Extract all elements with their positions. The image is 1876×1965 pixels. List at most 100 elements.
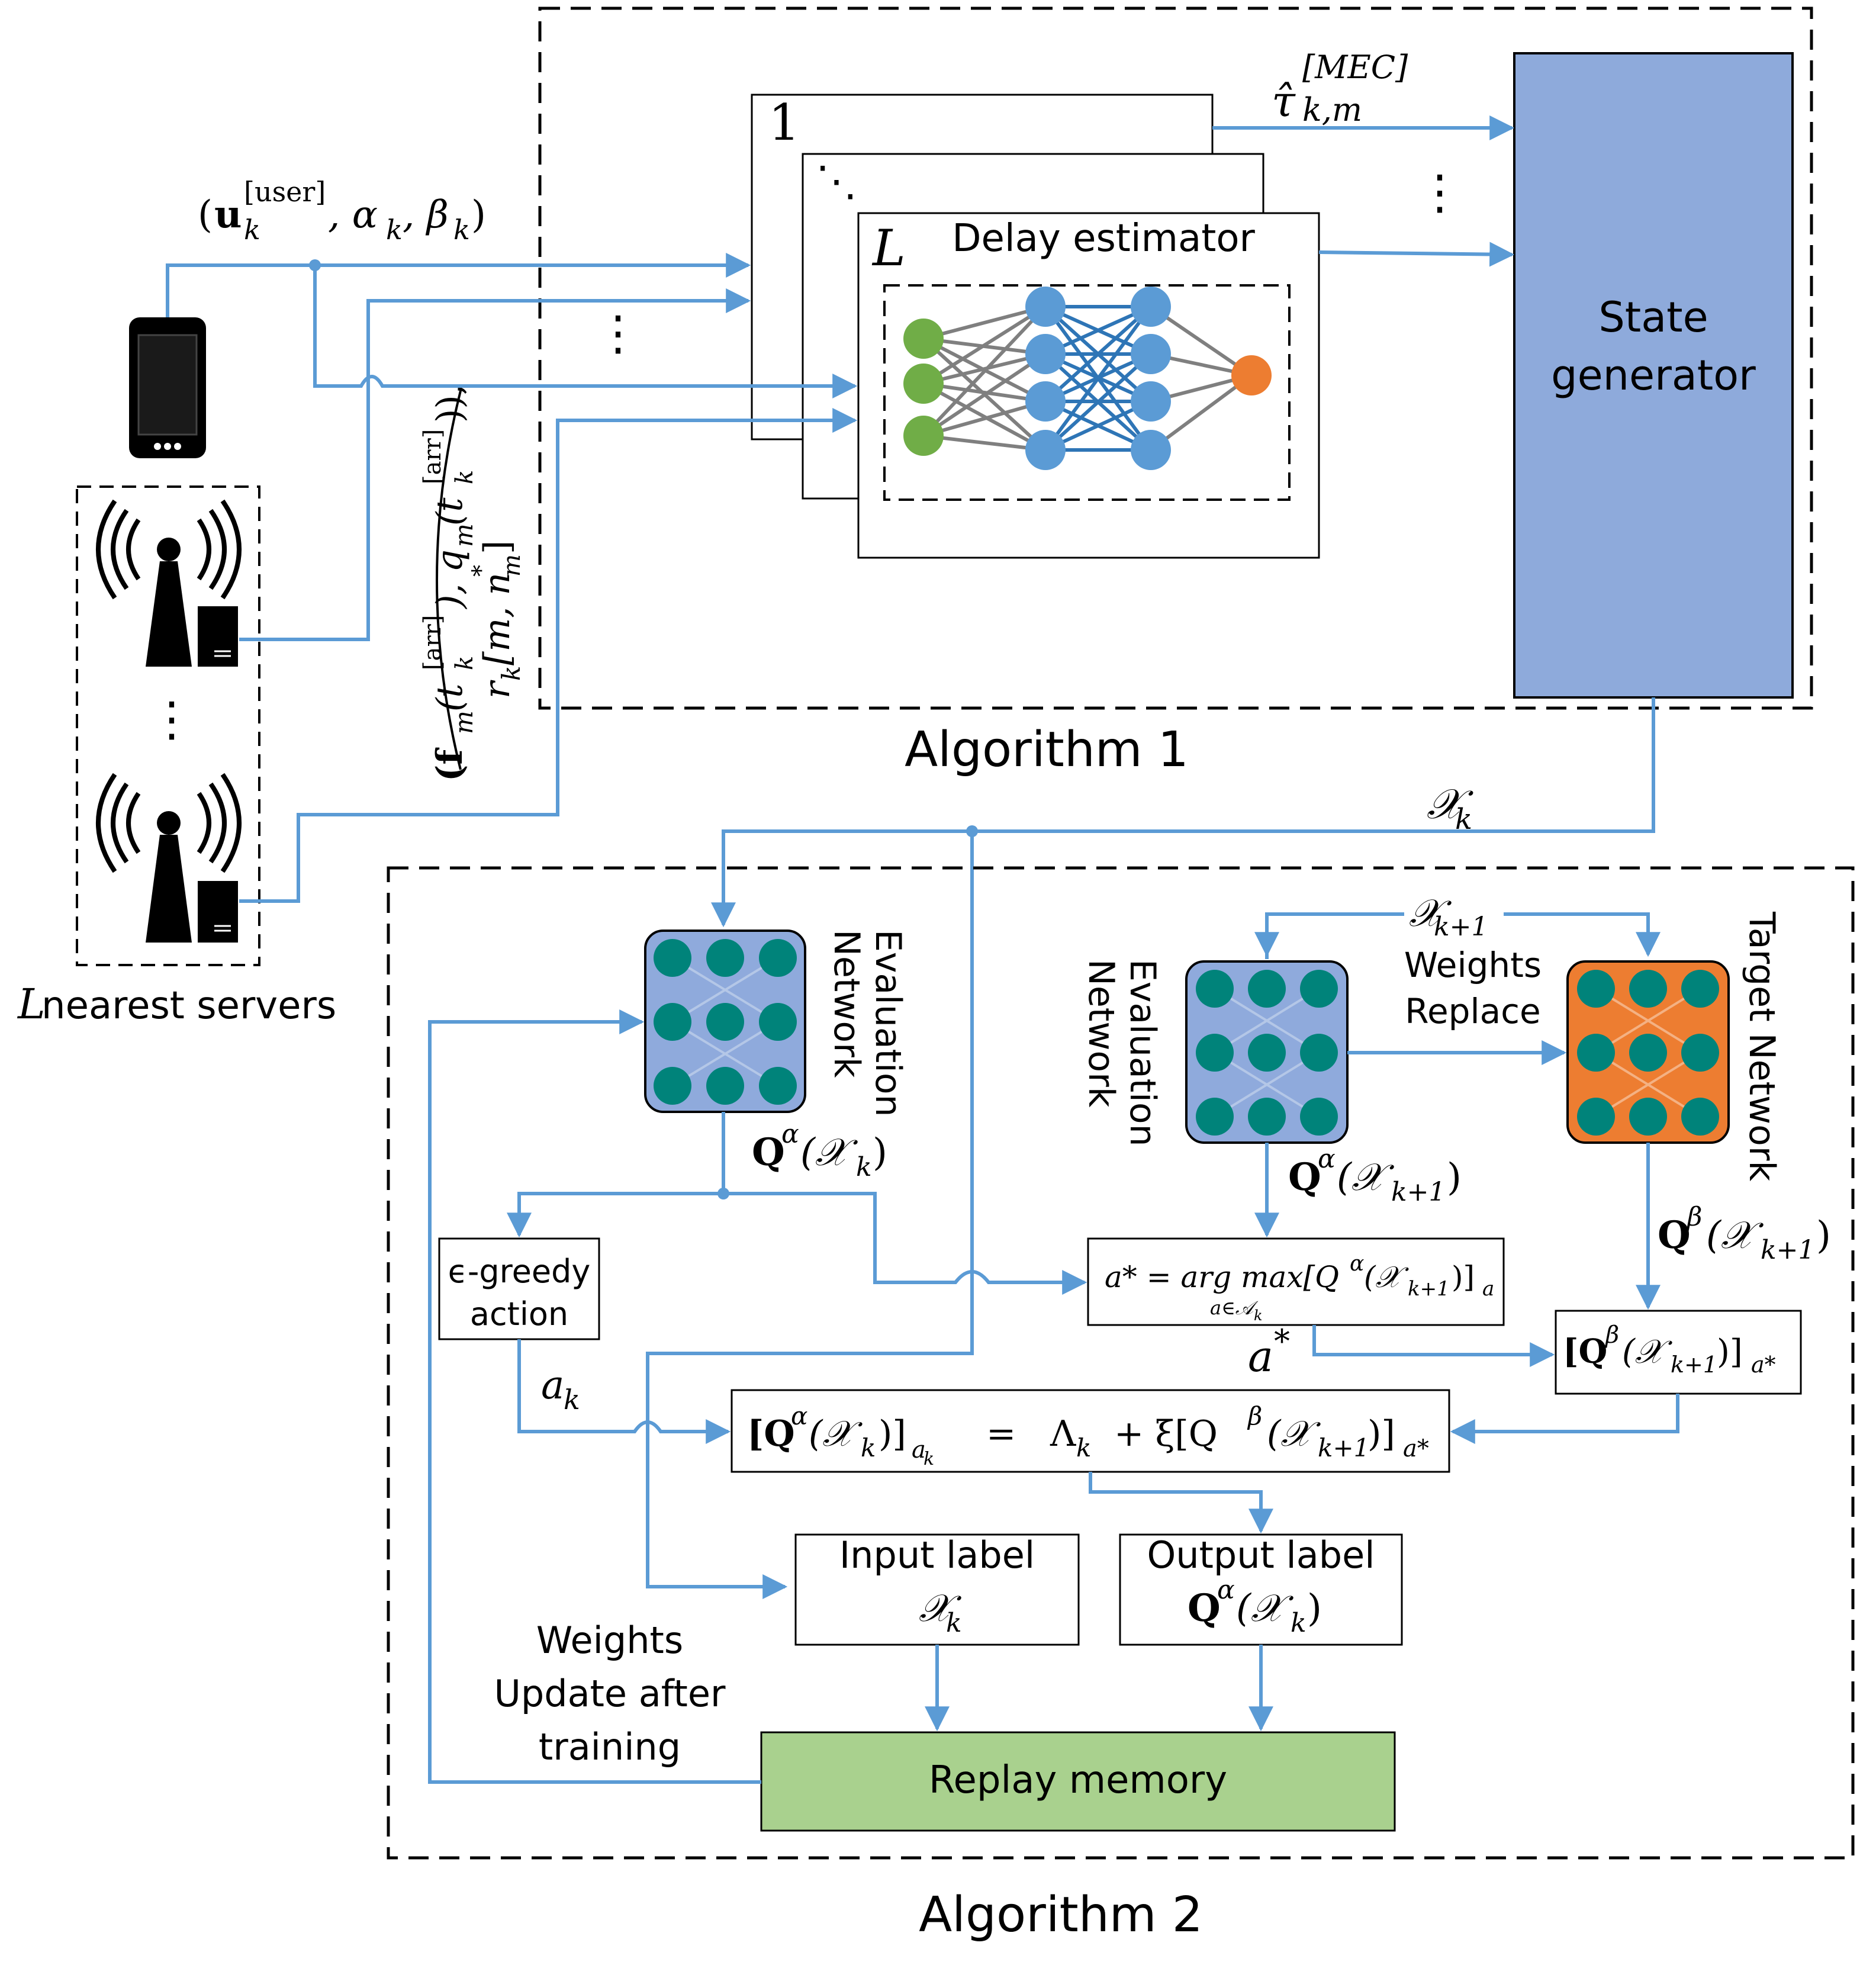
qbb-sub: a* bbox=[1751, 1352, 1776, 1378]
si-t2: (t bbox=[429, 497, 471, 526]
server1-to-card1 bbox=[239, 288, 751, 641]
output-label-box bbox=[1119, 1533, 1403, 1646]
ak-sub: k bbox=[564, 1384, 580, 1416]
base-station-server-icon bbox=[96, 773, 242, 943]
bel-rhs-end: )] bbox=[1367, 1413, 1395, 1455]
ui-alpha-sub: k bbox=[386, 214, 403, 246]
ui-sup: [user] bbox=[244, 176, 326, 208]
estimator-card-L-index: L bbox=[871, 219, 906, 277]
argmax-text: a* = arg max[Q bbox=[1105, 1260, 1339, 1294]
servers-caption-L: L bbox=[17, 980, 45, 1028]
ui-u: u bbox=[214, 192, 242, 237]
state-output-connector bbox=[646, 697, 1655, 1599]
si-r-close: ] bbox=[477, 541, 518, 554]
bel-rhs-arg-sub: k+1 bbox=[1318, 1433, 1369, 1462]
qa-arg-sub: k bbox=[856, 1152, 872, 1182]
state-to-eval-net bbox=[711, 697, 1655, 928]
state-generator-label-1: State bbox=[1598, 293, 1708, 342]
ui-open: ( bbox=[198, 193, 213, 237]
qb1-close: ) bbox=[1816, 1214, 1831, 1258]
si-r: r bbox=[477, 680, 518, 699]
estimator-card-1-index: 1 bbox=[768, 94, 800, 152]
evaluation-network-right-label: Evaluation Network bbox=[1080, 959, 1163, 1147]
input-connectors bbox=[166, 253, 858, 903]
weights-replace-label-2: Replace bbox=[1405, 991, 1540, 1031]
servers-dots: ⋮ bbox=[148, 692, 195, 747]
ol-q: Q bbox=[1188, 1586, 1221, 1630]
q-beta-astar-box bbox=[1555, 1310, 1802, 1395]
qa1-sup: α bbox=[1318, 1144, 1336, 1174]
astar-symbol: a bbox=[1248, 1332, 1273, 1381]
replay-to-eval bbox=[428, 1009, 761, 1784]
weights-update-label-1: Weights bbox=[536, 1619, 683, 1662]
bel-rhs-sup: β bbox=[1247, 1401, 1262, 1430]
qbb-sup: β bbox=[1604, 1321, 1619, 1349]
qb1-arg: (𝒳 bbox=[1706, 1214, 1764, 1258]
ol-arg-sub: k bbox=[1291, 1608, 1307, 1638]
ui-sub: k bbox=[244, 214, 260, 246]
delay-estimator-title: Delay estimator bbox=[952, 217, 1255, 261]
greedy-to-bellman bbox=[517, 1339, 731, 1444]
qa-q: Q bbox=[752, 1130, 785, 1175]
qa1-arg-sub: k+1 bbox=[1391, 1177, 1446, 1207]
epsilon-greedy-label-2: action bbox=[470, 1295, 568, 1333]
ol-sup: α bbox=[1217, 1575, 1235, 1605]
tau-symbol: τ̂ bbox=[1272, 76, 1296, 126]
server-input-bracket-left bbox=[436, 390, 462, 770]
si-q-sub: m bbox=[449, 523, 478, 547]
weights-update-label-3: training bbox=[539, 1725, 681, 1768]
qa1-q: Q bbox=[1288, 1155, 1321, 1199]
qbb-end: )] bbox=[1717, 1333, 1743, 1371]
bellman-to-output bbox=[1089, 1472, 1273, 1534]
si-t: (t bbox=[429, 683, 471, 712]
xk-sub: k bbox=[1455, 803, 1472, 836]
eval-left-label-1: Evaluation bbox=[867, 930, 909, 1117]
qbb-arg-sub: k+1 bbox=[1671, 1352, 1717, 1378]
si-t2-sub: k bbox=[451, 470, 478, 484]
eval-left-label-2: Network bbox=[826, 930, 867, 1078]
input-label-xk-sub: k bbox=[946, 1608, 962, 1638]
bel-lhs-arg-sub: k bbox=[861, 1433, 876, 1462]
replay-memory-label: Replay memory bbox=[929, 1758, 1227, 1802]
q-alpha-xk1-label: Q α (𝒳 k+1 ) bbox=[1288, 1144, 1462, 1207]
si-n-sup: * bbox=[468, 565, 495, 577]
nn-input-nodes bbox=[903, 319, 944, 456]
si-t-sub: k bbox=[451, 656, 478, 670]
qa-arg: (𝒳 bbox=[800, 1131, 858, 1175]
argmax-under: a∈𝒜 bbox=[1210, 1297, 1259, 1319]
replay-memory bbox=[760, 1731, 1396, 1832]
bel-lambda: Λ bbox=[1050, 1413, 1076, 1455]
nn-hidden-nodes bbox=[1025, 287, 1171, 470]
ak-symbol: a bbox=[541, 1362, 564, 1408]
bel-lhs-sub-k: k bbox=[923, 1449, 934, 1469]
user-input-label: ( u [user] k , α k , β k ) bbox=[198, 176, 486, 246]
astar-sup: * bbox=[1274, 1323, 1290, 1360]
epsilon-greedy-box bbox=[438, 1237, 600, 1340]
delay-estimator-network bbox=[903, 287, 1272, 470]
bel-lhs: [Q bbox=[747, 1413, 795, 1455]
ui-beta: , β bbox=[403, 193, 449, 237]
bel-lhs-end: )] bbox=[879, 1413, 906, 1455]
server-input-label: (f m (t [arr] k ), q m (t [arr] k )), r … bbox=[419, 384, 526, 782]
si-t2-sup: [arr] bbox=[419, 429, 446, 484]
tau-subscript: k,m bbox=[1302, 91, 1362, 128]
target-network bbox=[1566, 960, 1730, 1144]
algorithm1-caption: Algorithm 1 bbox=[905, 722, 1189, 778]
si-r-sub: k bbox=[497, 666, 526, 681]
bel-rhs-sub: a* bbox=[1403, 1435, 1429, 1462]
si-close: )), bbox=[429, 384, 471, 423]
argmax-box bbox=[1087, 1237, 1505, 1326]
servers-caption-text: nearest servers bbox=[41, 984, 336, 1028]
qb1-q: Q bbox=[1658, 1213, 1691, 1258]
qbeta-to-bellman bbox=[1450, 1394, 1679, 1444]
output-label-title: Output label bbox=[1147, 1533, 1375, 1577]
estimator-card-mid-dots: ⋱ bbox=[816, 157, 857, 205]
argmax-to-qbeta bbox=[1312, 1325, 1555, 1367]
algorithm2-caption: Algorithm 2 bbox=[919, 1887, 1203, 1943]
qa1-arg: (𝒳 bbox=[1337, 1156, 1395, 1199]
to-greedy bbox=[507, 1192, 723, 1238]
nn-output-node bbox=[1231, 355, 1272, 395]
argmax-sup: α bbox=[1350, 1252, 1364, 1276]
qa1-close: ) bbox=[1447, 1156, 1462, 1199]
